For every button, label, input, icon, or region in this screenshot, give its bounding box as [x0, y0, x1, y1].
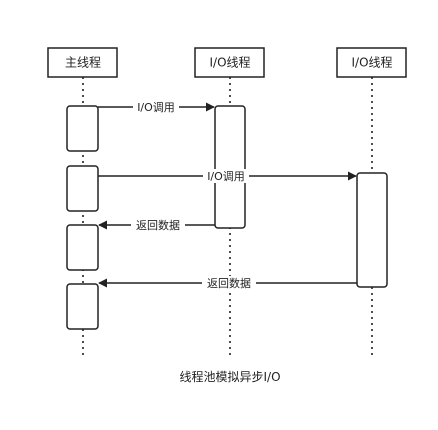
activation-io1 — [214, 105, 246, 229]
participant-io1: I/O线程 — [194, 47, 265, 78]
diagram-caption: 线程池模拟异步I/O — [179, 369, 280, 384]
participant-io1-label: I/O线程 — [209, 55, 250, 70]
message-return-2: 返回数据 — [98, 276, 357, 290]
participant-io2-label: I/O线程 — [351, 55, 392, 70]
participant-io2: I/O线程 — [336, 47, 407, 78]
activation-main-2 — [66, 165, 99, 212]
message-io-call-1: I/O调用 — [98, 100, 215, 114]
activation-main-4 — [66, 283, 99, 330]
participant-main: 主线程 — [47, 47, 118, 78]
activation-main-1 — [66, 105, 99, 152]
message-io-call-2-label: I/O调用 — [207, 170, 245, 183]
activation-io2 — [356, 172, 388, 288]
message-return-2-label: 返回数据 — [207, 276, 251, 290]
activation-main-3 — [66, 224, 99, 271]
message-return-1-label: 返回数据 — [136, 218, 180, 232]
message-io-call-2: I/O调用 — [98, 169, 357, 183]
participant-main-label: 主线程 — [65, 55, 101, 70]
message-io-call-1-label: I/O调用 — [137, 101, 175, 114]
message-return-1: 返回数据 — [98, 218, 215, 232]
